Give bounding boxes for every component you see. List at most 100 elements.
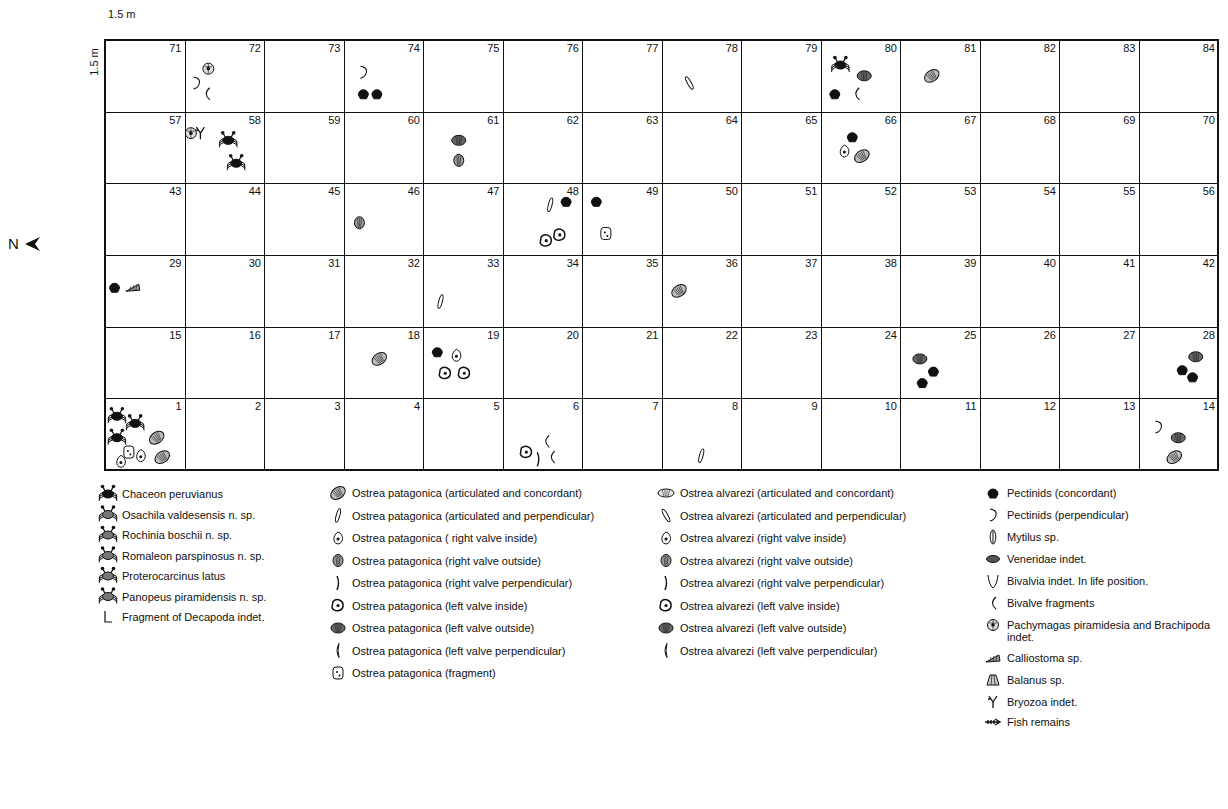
cell-number: 67 xyxy=(964,114,976,127)
cell-number: 56 xyxy=(1203,185,1215,198)
oy-art-symbol xyxy=(1165,448,1184,466)
oy-rin-symbol xyxy=(840,145,849,157)
figure-part xyxy=(993,656,994,661)
cell-number: 10 xyxy=(885,400,897,413)
oy-art-symbol xyxy=(328,484,347,502)
figure-part xyxy=(455,355,458,358)
figure-part xyxy=(110,428,114,432)
figure-part xyxy=(931,70,937,77)
bfrag-symbol xyxy=(546,435,550,447)
figure-part xyxy=(223,136,234,144)
grid-cell: 81 xyxy=(900,40,981,113)
oy-perp-symbol xyxy=(698,448,705,462)
figure-part xyxy=(1175,434,1176,442)
grid-cell: 58 xyxy=(185,112,266,185)
legend-item: Calliostoma sp. xyxy=(1007,652,1222,664)
figure-part xyxy=(996,655,997,661)
north-label: N xyxy=(8,235,19,252)
cell-number: 75 xyxy=(487,42,499,55)
figure-part xyxy=(1174,452,1180,459)
legend-text: Ostrea patagonica (right valve perpendic… xyxy=(352,577,652,589)
figure-part xyxy=(129,454,131,456)
grid-cell: 8 xyxy=(662,398,743,471)
legend-text: Pachymagas piramidesia and Brachipoda in… xyxy=(1007,619,1222,643)
figure-part xyxy=(988,696,997,708)
cell-number: 48 xyxy=(567,185,579,198)
grid-cell: 63 xyxy=(582,112,663,185)
grid-cell: 77 xyxy=(582,40,663,113)
figure-part xyxy=(452,349,461,361)
figure-part xyxy=(990,509,996,521)
grid-cell: 61 xyxy=(423,112,504,185)
legend-text: Pectinids (concordant) xyxy=(1007,487,1222,499)
legend-text: Veneridae indet. xyxy=(1007,553,1222,565)
figure-part xyxy=(456,155,458,165)
figure-part xyxy=(454,154,464,166)
cell-number: 64 xyxy=(726,114,738,127)
cell-number: 50 xyxy=(726,185,738,198)
legend-symbols xyxy=(99,484,1000,725)
bal-symbol xyxy=(987,675,999,685)
figure-part xyxy=(231,159,242,167)
figure-part xyxy=(156,432,162,439)
figure-part xyxy=(101,485,105,489)
legend-item: Ostrea alvarezi (articulated and perpend… xyxy=(680,510,980,522)
figure-part xyxy=(103,552,114,560)
cell-number: 30 xyxy=(249,257,261,270)
bfrag-symbol xyxy=(206,88,210,100)
legend-item: Ostrea alvarezi (left valve inside) xyxy=(680,600,980,612)
figure-part xyxy=(204,64,212,74)
figure-part xyxy=(606,235,608,237)
al-lout-symbol xyxy=(659,623,673,633)
bfrag-symbol xyxy=(993,597,997,609)
grid-cell: 74 xyxy=(344,40,425,113)
figure-part xyxy=(133,285,134,290)
figure-part xyxy=(658,489,674,497)
figure-part xyxy=(679,285,685,292)
cell-number: 4 xyxy=(414,400,420,413)
oy-lout-symbol xyxy=(1171,433,1185,443)
oy-art-symbol xyxy=(852,147,871,165)
grid-cell: 6 xyxy=(503,398,584,471)
crab2-symbol xyxy=(99,546,117,562)
grid-cell: 60 xyxy=(344,112,425,185)
figure-part xyxy=(662,490,663,496)
grid-cell: 75 xyxy=(423,40,504,113)
figure-part xyxy=(917,355,918,363)
figure-part xyxy=(1188,373,1198,382)
legend-item: Ostrea patagonica (fragment) xyxy=(352,667,652,679)
legend-item: Mytilus sp. xyxy=(1007,531,1222,543)
figure-part xyxy=(444,372,447,375)
oy-lout-symbol xyxy=(857,71,871,81)
figure-part xyxy=(1196,353,1197,361)
cell-number: 49 xyxy=(646,185,658,198)
figure-part xyxy=(993,531,994,543)
legend-text: Proterocarcinus latus xyxy=(122,570,322,582)
pec-symbol xyxy=(1177,366,1187,375)
cell-number: 1 xyxy=(175,400,181,413)
figure-part xyxy=(101,526,105,530)
grid-cell: 49 xyxy=(582,183,663,256)
figure-part xyxy=(1194,353,1195,361)
figure-part xyxy=(1177,434,1178,442)
figure-part xyxy=(665,624,666,632)
legend-item: Ostrea alvarezi (articulated and concord… xyxy=(680,487,980,499)
figure-part xyxy=(130,286,131,290)
figure-part xyxy=(661,509,671,523)
figure-part xyxy=(336,556,338,566)
figure-part xyxy=(331,623,345,633)
grid-cell: 22 xyxy=(662,327,743,400)
cell-number: 42 xyxy=(1203,257,1215,270)
cell-number: 76 xyxy=(567,42,579,55)
legend-item: Romaleon parspinosus n. sp. xyxy=(122,550,322,562)
figure-part xyxy=(459,155,461,165)
grid-cell: 70 xyxy=(1139,112,1220,185)
grid-cell: 30 xyxy=(185,255,266,328)
figure-part xyxy=(112,485,116,489)
figure-part xyxy=(663,624,664,632)
cell-number: 44 xyxy=(249,185,261,198)
call-symbol xyxy=(126,284,140,291)
figure-part xyxy=(928,367,938,376)
legend-item: Osachila valdesensis n. sp. xyxy=(122,509,322,521)
grid-cell: 69 xyxy=(1059,112,1140,185)
